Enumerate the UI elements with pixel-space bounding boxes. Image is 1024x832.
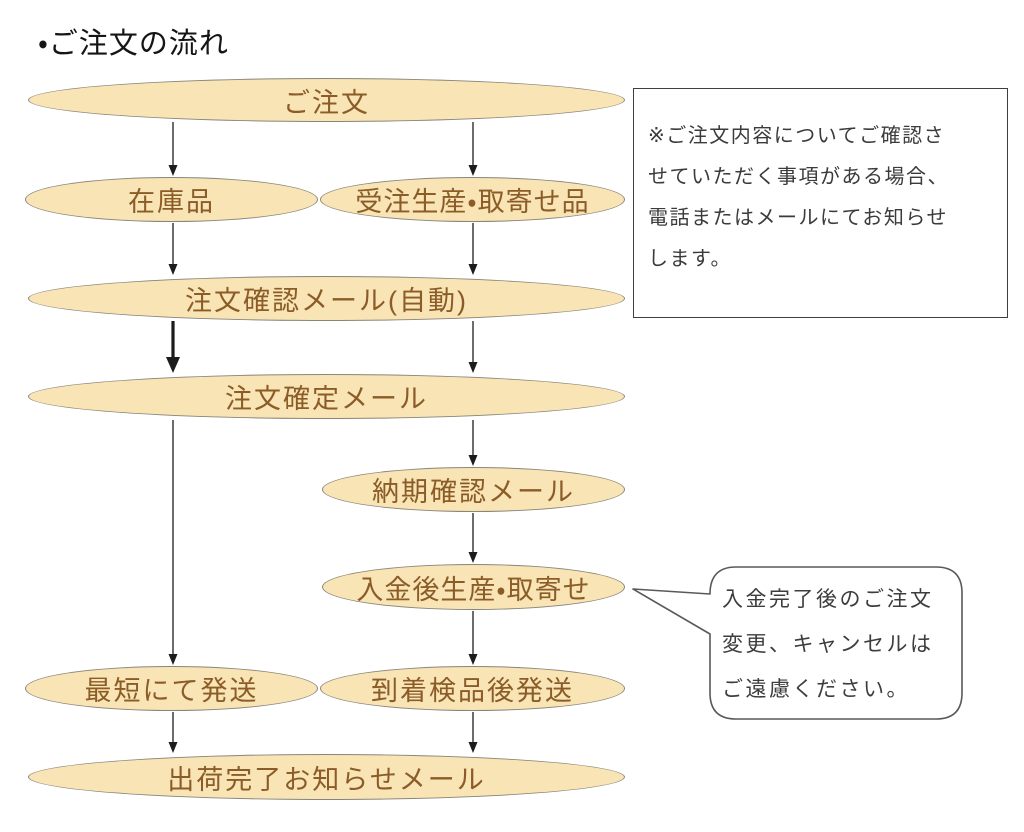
arrow-fixed-mail-to-ship-fastest [168,420,178,665]
bubble-line-2: 変更、キャンセルは [722,633,934,656]
note-line-1: ※ご注文内容についてご確認さ [648,125,946,147]
flow-node-order-fixed-mail: 注文確定メール [28,374,625,419]
speech-bubble-shape [632,566,963,720]
arrow-after-payment-to-ship-inspection [468,611,478,665]
arrow-ship-inspection-to-complete-mail [468,712,478,753]
arrow-delivery-mail-to-after-payment [468,513,478,563]
arrow-fixed-mail-to-delivery-mail [468,420,478,466]
arrow-confirm-to-fixed-mail-bold [166,321,180,373]
bubble-line-1: 入金完了後のご注文 [722,588,934,611]
note-line-2: せていただく事項がある場合、 [648,166,949,188]
note-line-3: 電話またはメールにてお知らせ [648,207,948,229]
arrow-ship-fastest-to-complete-mail [168,712,178,753]
arrow-stock-to-confirm-mail [168,223,178,275]
arrow-made-to-order-to-confirm-mail [468,223,478,275]
flow-node-ship-after-inspection: 到着検品後発送 [320,666,625,711]
page-title: ・ご注文の流れ [38,28,229,60]
flow-node-ship-complete-mail: 出荷完了お知らせメール [28,754,625,800]
flow-node-order-confirm-mail: 注文確認メール(自動) [28,276,625,321]
bubble-line-3: ご遠慮ください。 [722,678,910,701]
note-line-4: します。 [648,248,732,270]
flow-node-stock-item: 在庫品 [25,177,318,222]
flow-node-order: ご注文 [28,78,625,122]
note-box: ※ご注文内容についてご確認さ せていただく事項がある場合、 電話またはメールにて… [633,88,1008,318]
flow-node-delivery-confirm-mail: 納期確認メール [322,467,625,512]
flow-node-ship-fastest: 最短にて発送 [25,666,318,711]
arrow-order-to-stock [168,122,178,176]
flow-node-made-to-order-item: 受注生産・取寄せ品 [320,177,625,222]
arrow-confirm-to-fixed-mail [468,321,478,373]
speech-bubble-text: 入金完了後のご注文 変更、キャンセルは ご遠慮ください。 [722,577,952,712]
flow-node-production-after-payment: 入金後生産・取寄せ [322,564,625,610]
arrow-order-to-made-to-order [468,122,478,176]
